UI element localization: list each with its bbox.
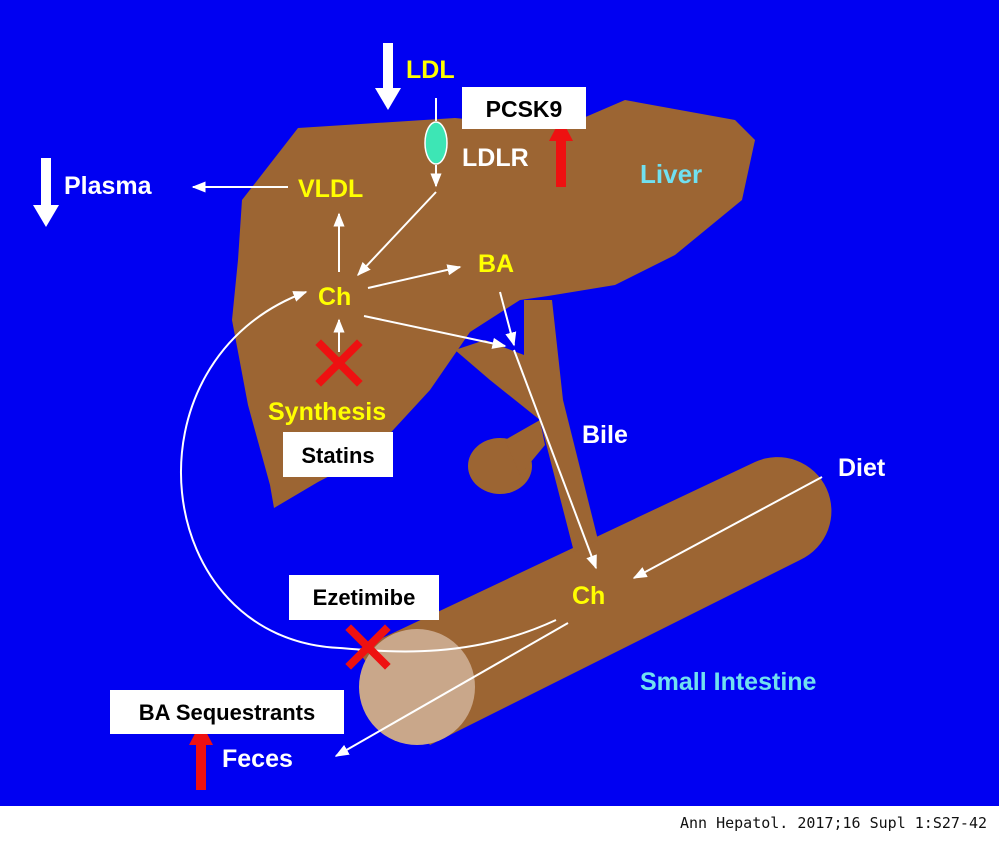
small-intestine-shape	[357, 457, 832, 745]
feces-label: Feces	[222, 745, 293, 773]
ba-label: BA	[478, 250, 514, 278]
citation-caption: Ann Hepatol. 2017;16 Supl 1:S27-42	[679, 814, 987, 832]
statin-inhibition-mark	[315, 339, 363, 387]
ldl-receptor-icon	[424, 121, 448, 165]
statins-box	[283, 432, 393, 477]
arrow-ch-to-ba	[367, 264, 462, 289]
ezetimibe-label: Ezetimibe	[313, 585, 416, 610]
bile-label: Bile	[582, 421, 628, 449]
ba-sequestrants-box	[110, 690, 344, 734]
flow-arrows	[179, 98, 823, 757]
arrow-ba-to-bile	[499, 291, 517, 347]
vldl-label: VLDL	[298, 175, 363, 203]
ldl-decrease-arrow	[375, 43, 401, 110]
arrow-enterohepatic-recirculation	[179, 291, 557, 653]
ch-intestine-label: Ch	[572, 582, 605, 610]
arrow-receptor-to-ch	[357, 191, 437, 277]
ldl-label: LDL	[406, 56, 455, 84]
arrow-diet-to-intestine	[632, 476, 823, 579]
pcsk9-label: PCSK9	[486, 96, 563, 122]
statins-label: Statins	[301, 443, 374, 468]
liver-shape	[232, 100, 755, 508]
small-intestine-label: Small Intestine	[640, 668, 817, 696]
synthesis-label: Synthesis	[268, 398, 386, 426]
bile-duct-shape	[455, 300, 598, 552]
ezetimibe-inhibition-mark	[345, 624, 391, 670]
ch-liver-label: Ch	[318, 283, 351, 311]
ezetimibe-box	[289, 575, 439, 620]
pcsk9-increase-arrow	[549, 118, 573, 187]
ba-sequestrants-label: BA Sequestrants	[139, 700, 315, 725]
plasma-decrease-arrow	[33, 158, 59, 227]
arrow-intestine-to-feces	[334, 622, 569, 757]
diet-label: Diet	[838, 454, 886, 482]
liver-label: Liver	[640, 159, 702, 189]
arrow-ch-to-bile	[363, 315, 507, 349]
arrow-bile-to-intestine	[513, 349, 597, 570]
ldlr-label: LDLR	[462, 144, 529, 172]
plasma-label: Plasma	[64, 172, 153, 200]
pcsk9-box	[462, 87, 586, 129]
